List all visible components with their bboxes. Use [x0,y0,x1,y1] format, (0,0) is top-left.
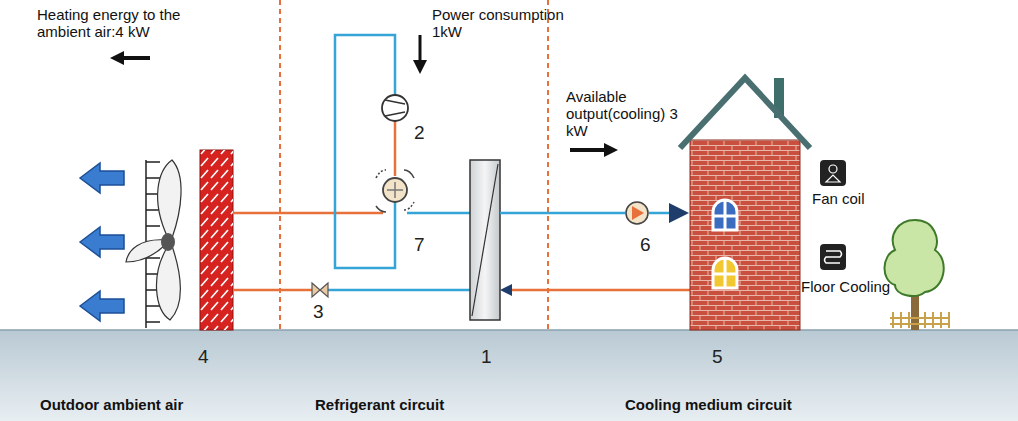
callout-number: 7 [414,236,425,253]
note-text: Heating energy to the ambient air:4 kW [37,6,197,40]
section-title: Cooling medium circuit [625,396,792,413]
callout-number: 4 [198,348,209,365]
callout-number: 6 [640,236,651,253]
callout-number: 2 [414,124,425,141]
callout-number: 5 [712,348,723,365]
section-title: Refrigerant circuit [315,396,444,413]
callout-number: 1 [481,348,492,365]
callout-number: 3 [313,303,324,320]
note-text: Power consumption 1kW [432,6,577,40]
section-title: Outdoor ambient air [40,396,183,413]
icon-label: Floor Cooling [801,278,890,295]
icon-label: Fan coil [812,190,865,207]
note-text: Available output(cooling) 3 kW [566,88,678,139]
